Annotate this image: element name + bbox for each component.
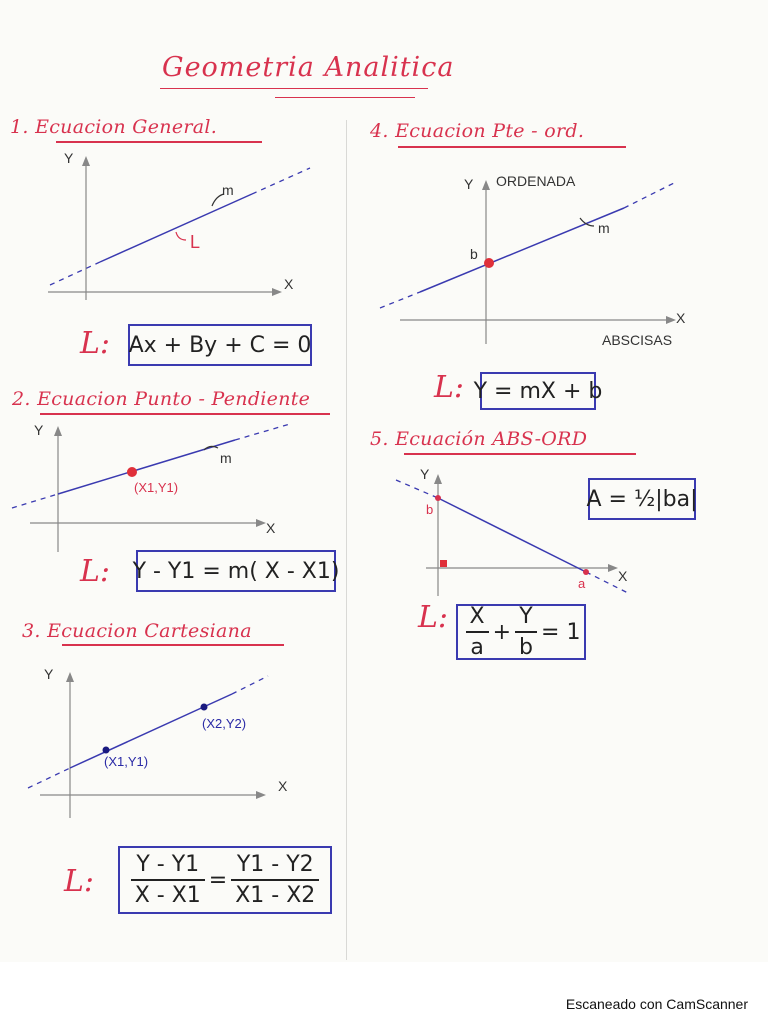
line-label: L bbox=[190, 232, 201, 252]
heading-underline bbox=[62, 644, 284, 646]
page-title: Geometria Analitica bbox=[162, 52, 455, 83]
line-symbol: L: bbox=[80, 326, 111, 361]
plus-sign: + bbox=[492, 619, 512, 645]
heading-underline bbox=[56, 141, 262, 143]
graphs-svg bbox=[11, 156, 677, 818]
fraction-bar bbox=[130, 879, 205, 881]
heading-underline bbox=[398, 146, 626, 148]
fraction-bar bbox=[515, 631, 538, 633]
heading-cartesiana: 3. Ecuacion Cartesiana bbox=[22, 620, 252, 642]
b-denominator: b bbox=[519, 635, 534, 660]
y-axis-label: Y bbox=[64, 150, 74, 166]
column-divider bbox=[346, 120, 347, 960]
equals-one: = 1 bbox=[541, 619, 581, 645]
x-axis-label: X bbox=[284, 276, 294, 292]
formula-abs-ord: X a + Y b = 1 bbox=[456, 604, 586, 660]
scanner-watermark: Escaneado con CamScanner bbox=[565, 996, 748, 1012]
heading-punto-pendiente: 2. Ecuacion Punto - Pendiente bbox=[12, 388, 311, 410]
y-over-b-fraction: Y b bbox=[515, 604, 538, 660]
line-symbol: L: bbox=[418, 600, 449, 635]
formula-pte-ord: Y = mX + b bbox=[474, 372, 602, 410]
fraction-bar bbox=[465, 631, 489, 633]
heading-pte-ord: 4. Ecuacion Pte - ord. bbox=[370, 120, 585, 142]
y-numerator: Y bbox=[519, 604, 533, 629]
title-underline-2 bbox=[275, 97, 415, 98]
x-over-a-fraction: X a bbox=[465, 604, 489, 660]
slope-label: m bbox=[598, 220, 610, 236]
y-axis-label: Y bbox=[464, 176, 474, 192]
graph-punto-pendiente bbox=[11, 423, 291, 552]
lhs-denominator: X - X1 bbox=[134, 883, 201, 908]
scanner-footer: Escaneado con CamScanner bbox=[0, 962, 768, 1024]
rhs-numerator: Y1 - Y2 bbox=[236, 852, 314, 877]
x-axis-label: X bbox=[618, 568, 628, 584]
point-2-label: (X2,Y2) bbox=[202, 716, 247, 731]
heading-ecuacion-general: 1. Ecuacion General. bbox=[10, 116, 218, 138]
graph-cartesiana bbox=[27, 672, 269, 818]
x-numerator: X bbox=[469, 604, 485, 629]
notebook-page bbox=[0, 0, 768, 962]
heading-underline bbox=[404, 453, 636, 455]
slope-label: m bbox=[220, 450, 232, 466]
slope-label: m bbox=[222, 182, 234, 198]
intercept-a-label: a bbox=[578, 576, 586, 591]
a-denominator: a bbox=[470, 635, 484, 660]
line-symbol: L: bbox=[434, 370, 465, 405]
rhs-fraction: Y1 - Y2 X1 - X2 bbox=[231, 852, 320, 908]
x-axis-label: X bbox=[278, 778, 288, 794]
graph-abs-ord bbox=[395, 474, 631, 596]
graph-ecuacion-general bbox=[48, 156, 311, 300]
heading-underline bbox=[40, 413, 330, 415]
lhs-numerator: Y - Y1 bbox=[136, 852, 200, 877]
graph-pte-ord bbox=[379, 180, 677, 344]
line-symbol: L: bbox=[64, 864, 95, 899]
equals-sign: = bbox=[208, 867, 228, 893]
lhs-fraction: Y - Y1 X - X1 bbox=[130, 852, 205, 908]
area-formula: A = ½|ba| bbox=[586, 478, 698, 520]
x-axis-label: X bbox=[676, 310, 686, 326]
heading-abs-ord: 5. Ecuación ABS-ORD bbox=[370, 428, 588, 450]
fraction-bar bbox=[231, 879, 320, 881]
title-underline bbox=[160, 88, 428, 89]
abscisas-label: ABSCISAS bbox=[602, 332, 673, 348]
y-axis-label: Y bbox=[34, 422, 44, 438]
point-1-label: (X1,Y1) bbox=[104, 754, 149, 769]
point-label: (X1,Y1) bbox=[134, 480, 179, 495]
y-axis-label: Y bbox=[420, 466, 430, 482]
intercept-b-label: b bbox=[426, 502, 434, 517]
x-axis-label: X bbox=[266, 520, 276, 536]
formula-general: Ax + By + C = 0 bbox=[128, 324, 312, 366]
formula-cartesiana: Y - Y1 X - X1 = Y1 - Y2 X1 - X2 bbox=[118, 846, 332, 914]
intercept-b-label: b bbox=[470, 246, 478, 262]
ordenada-label: ORDENADA bbox=[496, 173, 576, 189]
formula-punto-pendiente: Y - Y1 = m( X - X1) bbox=[133, 550, 339, 592]
line-symbol: L: bbox=[80, 554, 111, 589]
y-axis-label: Y bbox=[44, 666, 54, 682]
rhs-denominator: X1 - X2 bbox=[235, 883, 316, 908]
